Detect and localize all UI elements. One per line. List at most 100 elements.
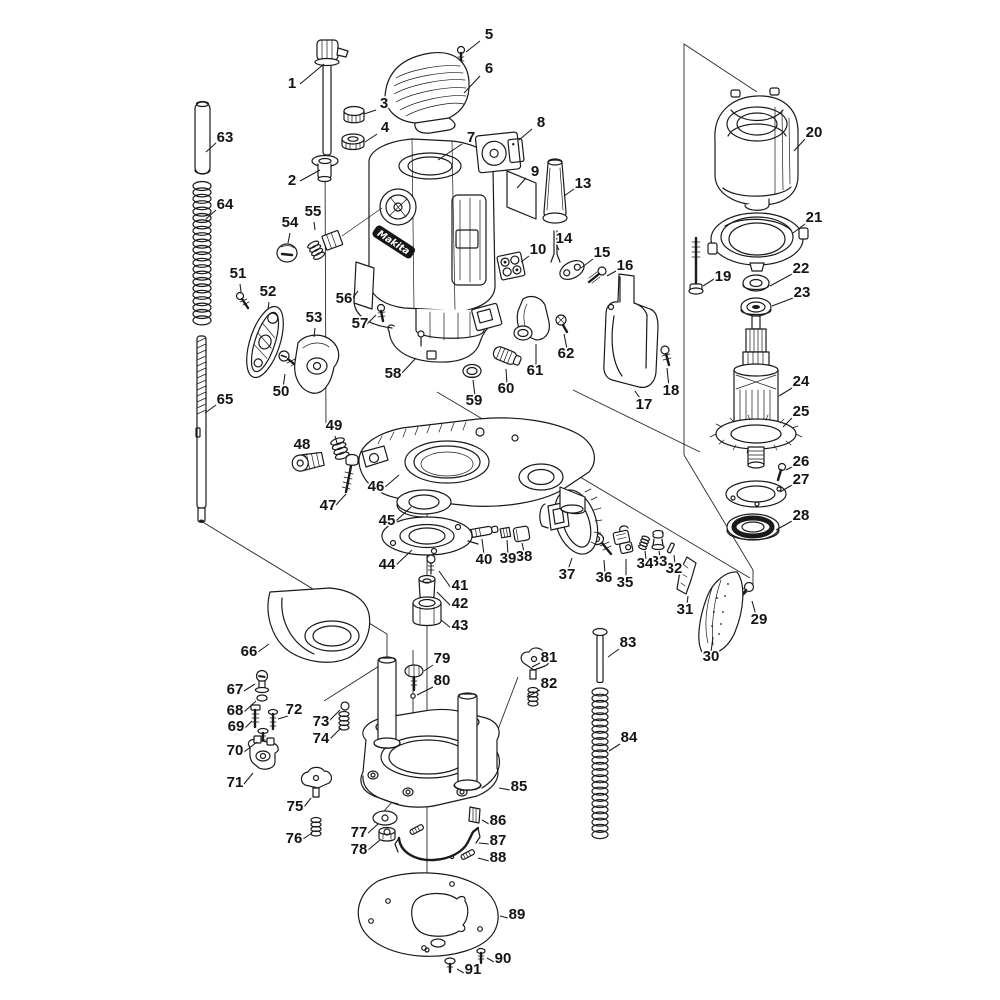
- part-86-clip: [468, 806, 481, 824]
- part-number-5: 5: [485, 26, 493, 43]
- part-59-sleeve: [462, 363, 482, 379]
- leader-line-81: [531, 662, 541, 668]
- leader-line-89: [499, 915, 509, 919]
- part-25-fan-gear: [709, 414, 803, 469]
- leader-line-36: [603, 559, 606, 574]
- part-39-sleeve-small: [499, 526, 512, 539]
- part-7-motor-housing: Makita: [353, 138, 496, 341]
- part-58-wire-guard: [387, 302, 503, 363]
- leader-line-33: [658, 550, 661, 558]
- part-16-screw: [587, 266, 607, 284]
- leader-line-3: [363, 109, 377, 115]
- part-number-83: 83: [620, 634, 637, 651]
- part-number-87: 87: [490, 832, 507, 849]
- leader-line-29: [751, 600, 757, 616]
- leader-line-46: [384, 474, 400, 488]
- part-number-65: 65: [217, 391, 234, 408]
- part-number-26: 26: [793, 453, 810, 470]
- leader-line-7: [437, 143, 463, 161]
- leader-line-4: [364, 133, 378, 143]
- part-number-55: 55: [305, 203, 322, 220]
- part-47-long-screw: [341, 453, 359, 494]
- part-34-spring-small: [638, 535, 651, 551]
- leader-line-83: [607, 648, 620, 658]
- leader-line-40: [481, 538, 485, 556]
- part-number-79: 79: [434, 650, 451, 667]
- part-number-10: 10: [530, 241, 547, 258]
- part-79-thumb-screw: [404, 664, 424, 692]
- part-number-23: 23: [794, 284, 811, 301]
- leader-line-56: [351, 290, 359, 300]
- part-number-71: 71: [227, 774, 244, 791]
- part-number-29: 29: [751, 611, 768, 628]
- part-number-58: 58: [385, 365, 402, 382]
- part-number-6: 6: [485, 60, 493, 77]
- leader-line-84: [608, 743, 621, 752]
- part-number-59: 59: [466, 392, 483, 409]
- part-number-66: 66: [241, 643, 258, 660]
- leader-line-79: [423, 664, 434, 672]
- part-number-labels: 1234567891013141516171819202122232425262…: [204, 24, 824, 980]
- leader-line-76: [302, 832, 313, 840]
- part-number-73: 73: [313, 713, 330, 730]
- leader-line-80: [416, 686, 434, 696]
- part-number-8: 8: [537, 114, 545, 131]
- part-84-long-spring: [591, 687, 609, 840]
- part-66-chip-deflector: [267, 587, 371, 663]
- part-number-52: 52: [260, 283, 277, 300]
- part-number-42: 42: [452, 595, 469, 612]
- part-42-collet-cone: [418, 574, 436, 600]
- part-number-22: 22: [793, 260, 810, 277]
- leader-line-86: [481, 819, 490, 825]
- part-1-stopper-pole: [314, 39, 349, 156]
- leader-line-78: [367, 839, 381, 851]
- part-27-bearing-retainer: [725, 480, 787, 508]
- part-number-4: 4: [381, 119, 390, 136]
- part-81-wing-knob: [520, 647, 551, 680]
- part-17-baffle-plate: [603, 273, 659, 388]
- part-number-16: 16: [617, 257, 634, 274]
- leader-line-20: [793, 138, 806, 152]
- part-number-28: 28: [793, 507, 810, 524]
- leader-line-75: [303, 797, 312, 808]
- part-number-43: 43: [452, 617, 469, 634]
- part-number-18: 18: [663, 382, 680, 399]
- part-number-41: 41: [452, 577, 469, 594]
- part-number-30: 30: [703, 648, 720, 665]
- brand-logo-plate: [372, 225, 416, 259]
- part-75-wing-bolt: [300, 766, 333, 798]
- leader-line-17: [634, 390, 643, 402]
- leader-line-53: [313, 327, 316, 338]
- part-number-7: 7: [467, 129, 475, 146]
- part-21-fan-baffle: [707, 212, 809, 272]
- leader-line-77: [367, 823, 379, 834]
- part-number-9: 9: [531, 163, 539, 180]
- part-15-cord-clamp: [559, 260, 585, 280]
- part-8-switch: [474, 131, 525, 174]
- part-74-spring-small: [338, 710, 350, 731]
- part-number-38: 38: [516, 548, 533, 565]
- leader-line-6: [463, 75, 481, 94]
- part-number-25: 25: [793, 403, 810, 420]
- part-63-pipe: [194, 100, 211, 175]
- part-9-nameplate: [506, 170, 537, 220]
- leader-line-60: [505, 368, 508, 385]
- leader-line-58: [400, 357, 417, 375]
- leader-line-69: [244, 720, 253, 729]
- leader-line-15: [580, 258, 594, 269]
- part-number-19: 19: [715, 268, 732, 285]
- part-35-brush-holder: [612, 525, 634, 555]
- part-43-collet-nut: [412, 596, 442, 627]
- part-4-knurled-nut: [341, 133, 365, 151]
- part-60-threaded-plug: [492, 346, 522, 366]
- leader-line-62: [563, 333, 568, 350]
- part-number-13: 13: [575, 175, 592, 192]
- part-number-27: 27: [793, 471, 810, 488]
- part-52-lever-plate: [246, 305, 284, 379]
- part-number-51: 51: [230, 265, 247, 282]
- part-53-clamp-knob: [294, 334, 340, 394]
- leader-line-14: [555, 243, 560, 251]
- part-number-70: 70: [227, 742, 244, 759]
- column-post-right: [453, 692, 482, 791]
